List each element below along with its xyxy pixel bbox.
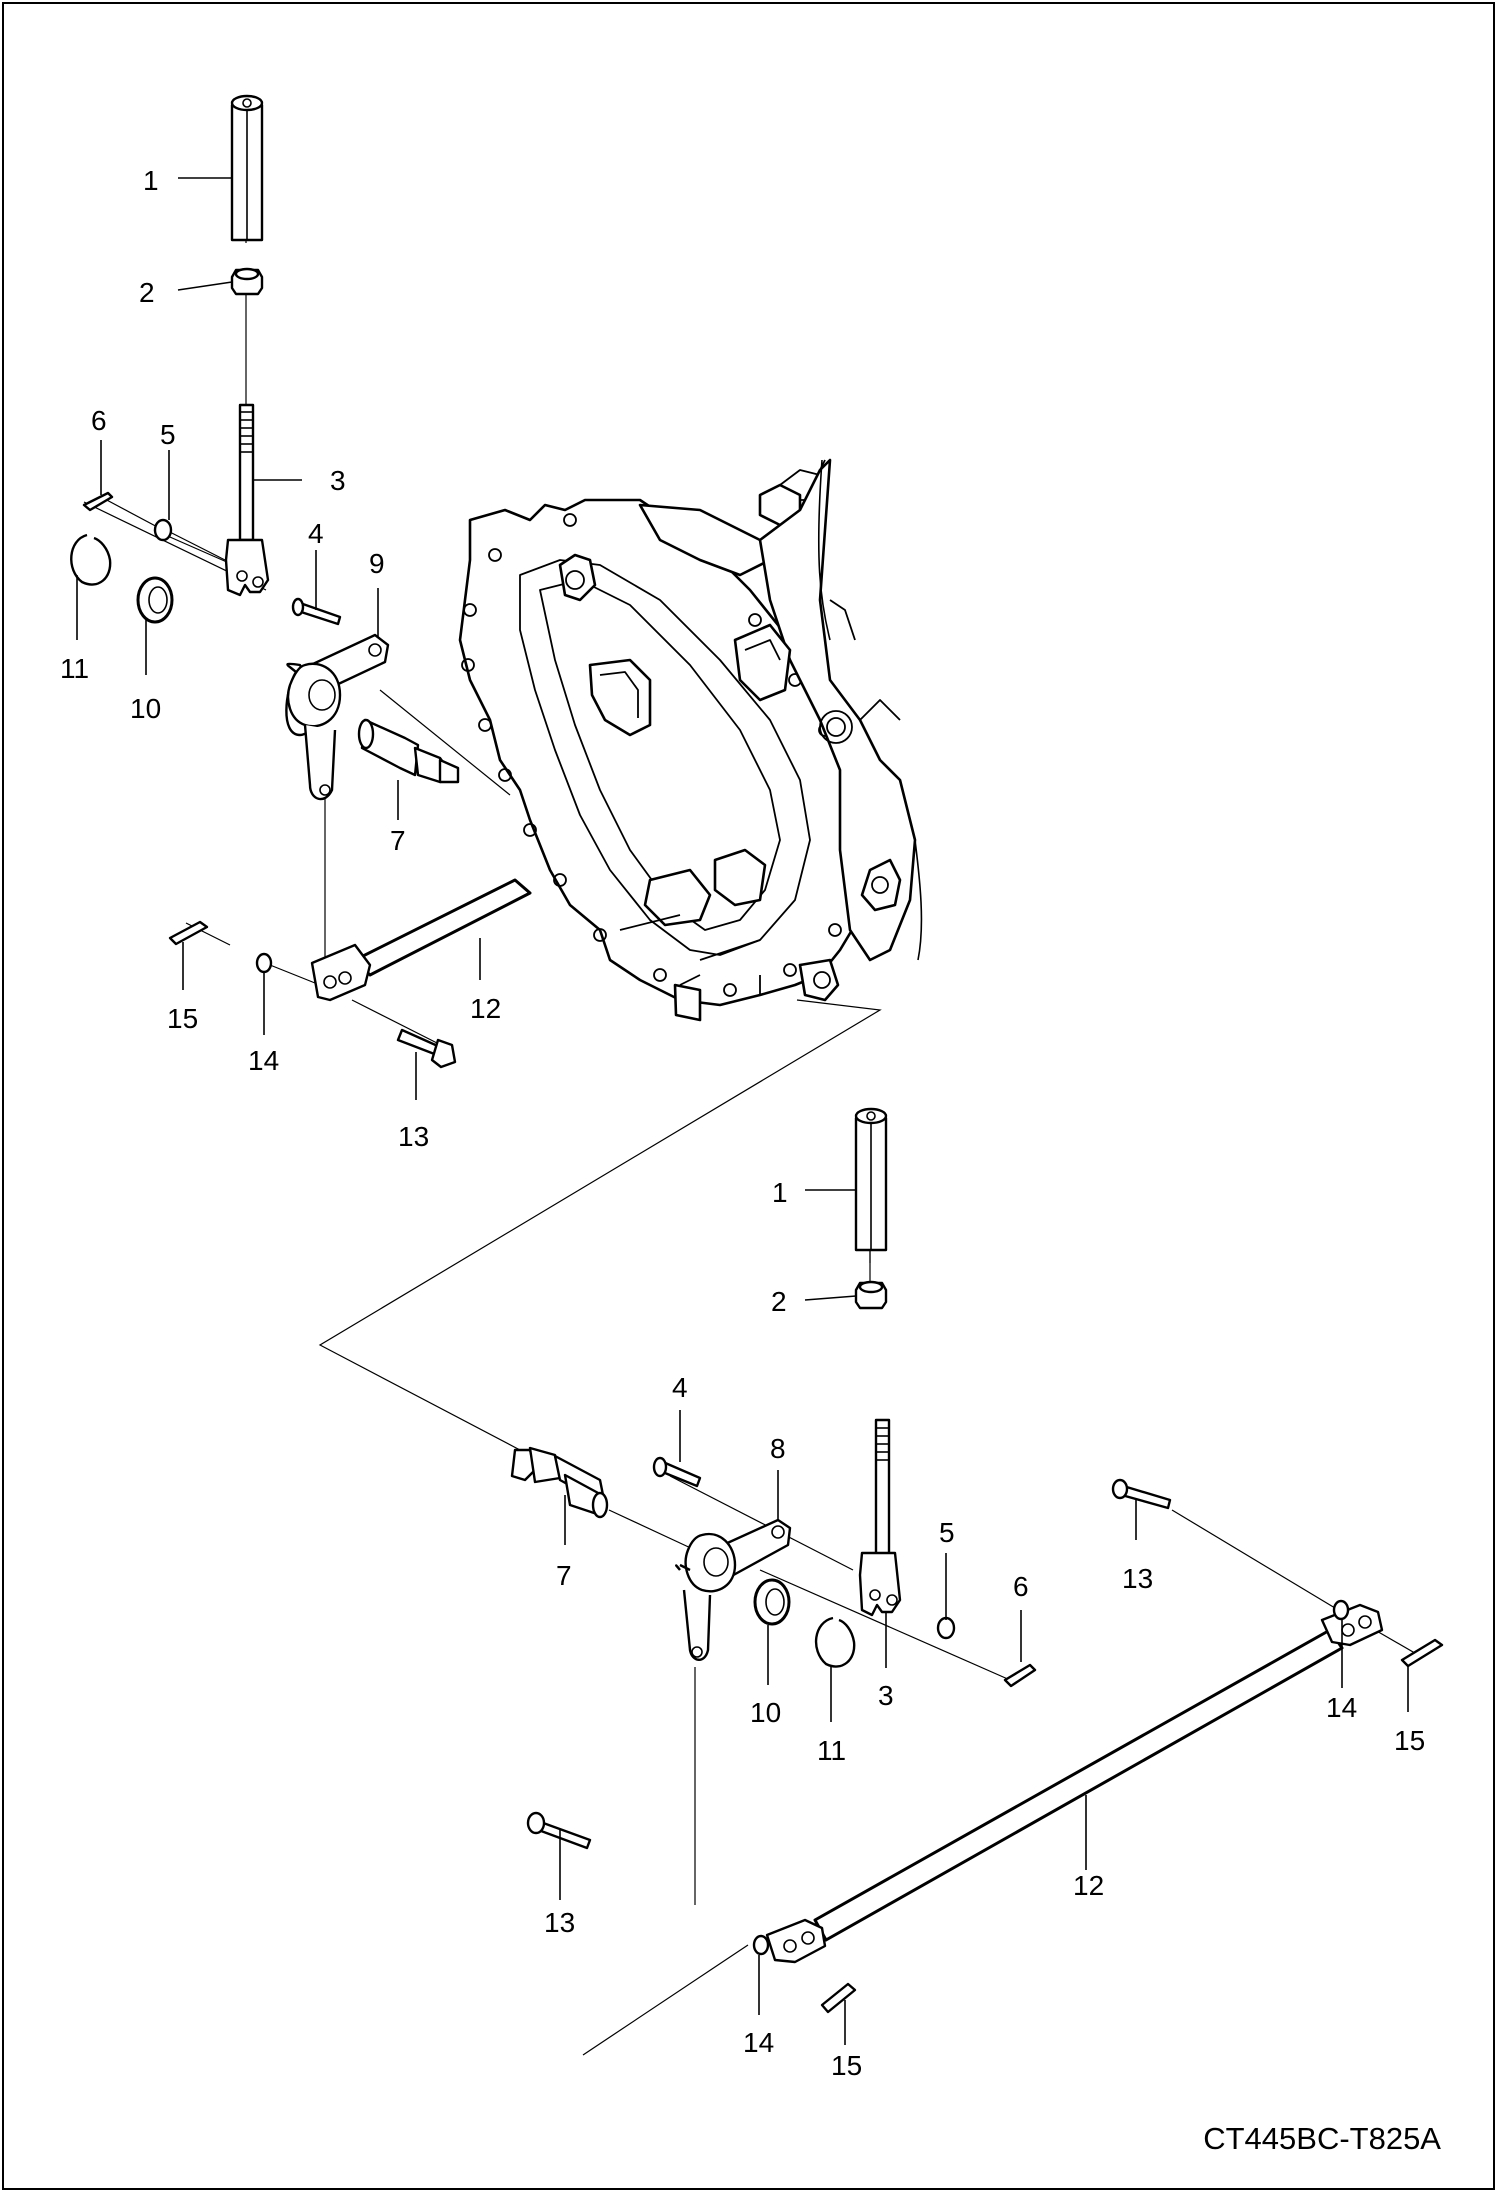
callouts-bottom: 1 2 3 4 5 6 7 8 10 11 12 13 13 14 14 15 … <box>544 1177 1425 2081</box>
clevis-pin-right-bottom <box>1111 1478 1172 1510</box>
spacer-top <box>230 94 264 242</box>
rod-clevis-bottom <box>858 1418 902 1617</box>
callout-top-10: 10 <box>130 693 161 724</box>
callout-bottom-6: 6 <box>1013 1571 1029 1602</box>
callouts-top: 1 2 3 4 5 6 7 9 10 11 12 13 14 15 <box>60 165 501 1152</box>
cotter-pin-left-bottom <box>820 1982 857 2014</box>
callout-top-11: 11 <box>60 653 89 684</box>
nut-top <box>230 267 264 296</box>
lever-arm-bottom <box>675 1518 792 1661</box>
callout-bottom-15-left: 15 <box>831 2050 862 2081</box>
callout-bottom-13-right: 13 <box>1122 1563 1153 1594</box>
large-washer-top <box>136 576 174 624</box>
callout-top-1: 1 <box>143 165 159 196</box>
callout-top-4: 4 <box>308 518 324 549</box>
cotter-pin-lower-top <box>168 920 209 946</box>
callout-bottom-8: 8 <box>770 1433 786 1464</box>
rod-clevis-top <box>224 403 270 597</box>
callout-top-2: 2 <box>139 277 155 308</box>
callout-top-3: 3 <box>330 465 346 496</box>
cotter-pin-right-bottom <box>1400 1638 1444 1668</box>
callout-bottom-11: 11 <box>817 1735 846 1766</box>
callout-bottom-14-right: 14 <box>1326 1692 1357 1723</box>
callout-bottom-10: 10 <box>750 1697 781 1728</box>
callout-bottom-15-right: 15 <box>1394 1725 1425 1756</box>
lever-arm-top <box>285 633 390 801</box>
callout-bottom-7: 7 <box>556 1560 572 1591</box>
shaft-top <box>357 718 460 784</box>
assembly-lines <box>83 218 1421 2056</box>
callout-top-15: 15 <box>167 1003 198 1034</box>
leader-lines <box>76 177 1409 2045</box>
callout-top-7: 7 <box>390 825 406 856</box>
callout-bottom-14-left: 14 <box>743 2027 774 2058</box>
shaft-bottom <box>510 1446 609 1519</box>
cotter-pin-top <box>82 491 114 512</box>
callout-top-9: 9 <box>369 548 385 579</box>
link-rod-bottom <box>765 1603 1384 1964</box>
bottom-assembly <box>510 1107 1444 2014</box>
callout-top-12: 12 <box>470 993 501 1024</box>
snap-ring-top <box>70 533 112 586</box>
snap-ring-bottom <box>814 1616 856 1668</box>
callout-top-5: 5 <box>160 419 176 450</box>
washer-lower-top <box>255 952 273 974</box>
washer-right-bottom <box>1332 1599 1350 1621</box>
large-washer-bottom <box>753 1578 791 1626</box>
callout-bottom-5: 5 <box>939 1517 955 1548</box>
washer-left-bottom <box>752 1934 770 1956</box>
callout-bottom-2: 2 <box>771 1286 787 1317</box>
callout-top-13: 13 <box>398 1121 429 1152</box>
nut-bottom <box>854 1280 888 1310</box>
callout-bottom-3: 3 <box>878 1680 894 1711</box>
washer-top <box>153 518 173 542</box>
spacer-bottom <box>854 1107 888 1252</box>
callout-bottom-1: 1 <box>772 1177 788 1208</box>
top-assembly <box>70 94 532 1069</box>
drawing-code: CT445BC-T825A <box>1203 2121 1441 2156</box>
callout-top-14: 14 <box>248 1045 279 1076</box>
clevis-pin-left-bottom <box>526 1811 592 1850</box>
clevis-pin-top <box>291 597 342 626</box>
callout-bottom-13-left: 13 <box>544 1907 575 1938</box>
clevis-pin-lower-top <box>396 1028 457 1069</box>
callout-top-6: 6 <box>91 405 107 436</box>
callout-bottom-12: 12 <box>1073 1870 1104 1901</box>
clevis-pin-bottom <box>652 1456 702 1488</box>
link-rod-top <box>310 878 532 1002</box>
washer-bottom <box>936 1616 956 1640</box>
transmission-housing <box>458 458 917 1022</box>
cotter-pin-bottom <box>1003 1663 1037 1688</box>
callout-bottom-4: 4 <box>672 1372 688 1403</box>
